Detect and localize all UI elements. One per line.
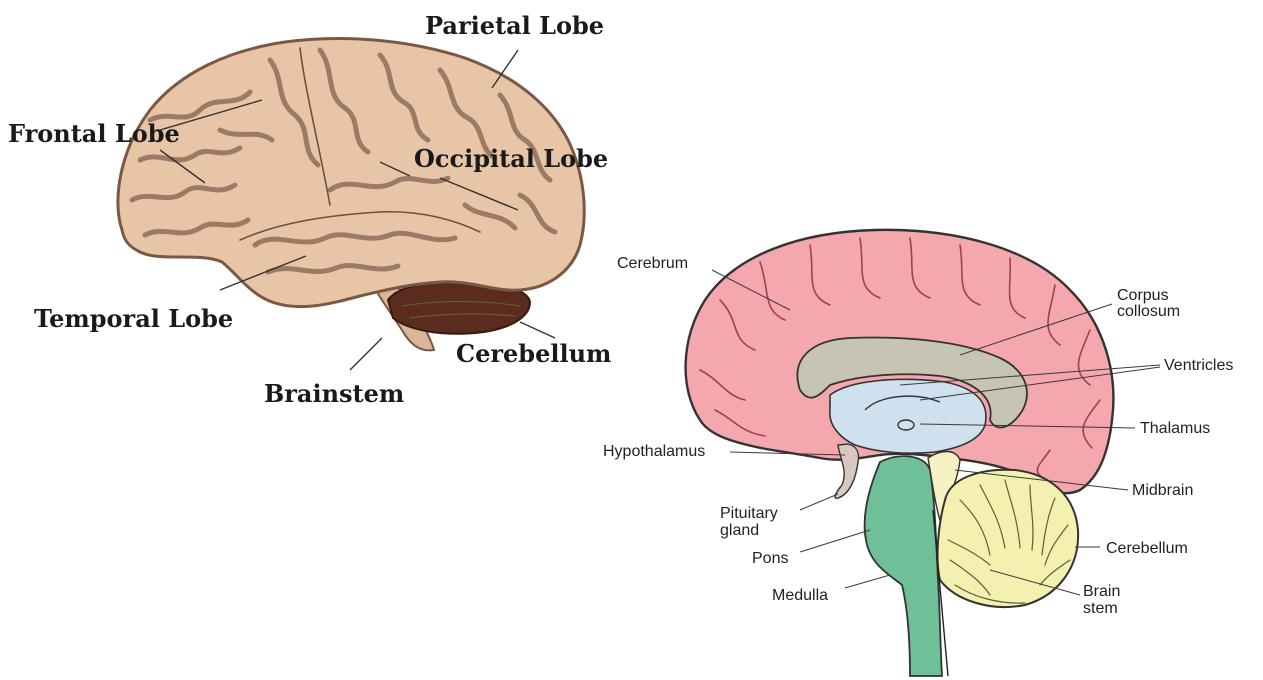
label-frontal-lobe: Frontal Lobe [8, 119, 180, 148]
label-pituitary-line1: Pituitary [720, 505, 778, 522]
label-brainstem-lateral: Brainstem [264, 379, 404, 408]
label-hypothalamus: Hypothalamus [603, 443, 705, 460]
label-cerebellum-sagittal: Cerebellum [1106, 540, 1188, 557]
label-medulla: Medulla [772, 587, 828, 604]
label-brainstem-line1: Brain [1083, 583, 1120, 600]
label-corpus-line2: collosum [1117, 303, 1180, 320]
sagittal-ventricles [830, 379, 986, 453]
label-ventricles: Ventricles [1164, 357, 1233, 374]
lateral-brain-illustration: Parietal Lobe Frontal Lobe Occipital Lob… [8, 11, 611, 408]
label-pons: Pons [752, 550, 788, 567]
label-pituitary-line2: gland [720, 522, 759, 539]
label-cerebellum-lateral: Cerebellum [456, 339, 611, 368]
label-cerebrum: Cerebrum [617, 255, 688, 272]
sagittal-brainstem [865, 456, 942, 676]
label-temporal-lobe: Temporal Lobe [34, 304, 233, 333]
sagittal-brain-illustration: Cerebrum Corpus collosum Ventricles Thal… [603, 230, 1233, 676]
label-occipital-lobe: Occipital Lobe [414, 144, 608, 173]
label-parietal-lobe: Parietal Lobe [425, 11, 604, 40]
label-thalamus: Thalamus [1140, 420, 1210, 437]
label-midbrain: Midbrain [1132, 482, 1193, 499]
label-corpus-line1: Corpus [1117, 287, 1169, 304]
label-brainstem-line2: stem [1083, 600, 1118, 617]
